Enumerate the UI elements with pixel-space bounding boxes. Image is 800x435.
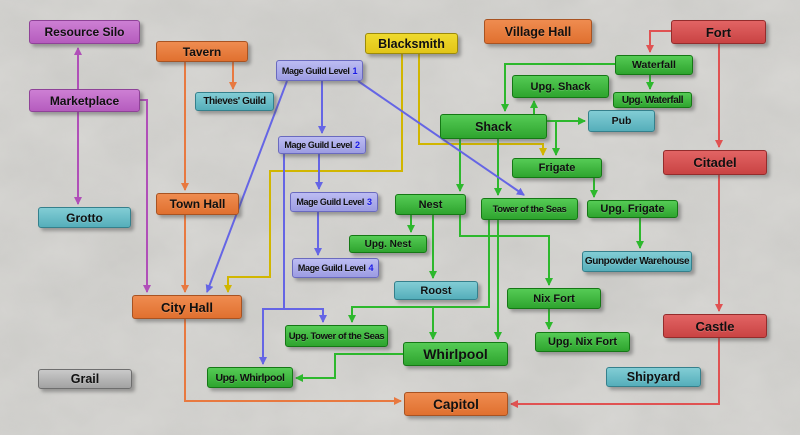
node-tower_of_the_seas: Tower of the Seas: [481, 198, 578, 220]
node-label: Waterfall: [632, 59, 676, 71]
node-thieves_guild: Thieves' Guild: [195, 92, 274, 111]
node-label: Citadel: [693, 155, 737, 170]
node-label: Nest: [418, 198, 443, 211]
node-fort: Fort: [671, 20, 766, 44]
node-shack: Shack: [440, 114, 547, 139]
node-label: Upg. Nix Fort: [547, 336, 618, 348]
node-whirlpool: Whirlpool: [403, 342, 508, 366]
node-shipyard: Shipyard: [606, 367, 701, 387]
node-tavern: Tavern: [156, 41, 248, 62]
node-label: Capitol: [433, 396, 479, 412]
node-label: Roost: [420, 284, 452, 297]
node-upg_nix_fort: Upg. Nix Fort: [535, 332, 630, 352]
node-label: Whirlpool: [423, 346, 488, 362]
node-label: City Hall: [160, 299, 213, 315]
edge-city_hall-to-capitol: [184, 319, 402, 405]
node-label: Town Hall: [169, 197, 226, 211]
node-upg_shack: Upg. Shack: [512, 75, 609, 98]
node-resource_silo: Resource Silo: [29, 20, 140, 44]
node-blacksmith: Blacksmith: [365, 33, 458, 54]
mage-guild-level-number: 4: [368, 263, 374, 273]
mage-guild-level-number: 2: [355, 140, 360, 150]
edge-mage_guild_1-to-city_hall: [205, 80, 288, 293]
edge-tower_of_the_seas-to-upg_tower_of_the_seas: [348, 220, 490, 323]
node-label: Tower of the Seas: [492, 203, 567, 215]
node-waterfall: Waterfall: [615, 55, 693, 75]
node-label: Village Hall: [504, 24, 572, 39]
node-label: Fort: [705, 24, 732, 40]
edge-mage_guild_2-to-upg_whirlpool: [259, 154, 285, 365]
node-label: Upg. Tower of the Seas: [288, 330, 385, 342]
edge-waterfall-to-shack: [501, 63, 615, 112]
node-capitol: Capitol: [404, 392, 508, 416]
edge-fort-to-waterfall: [646, 30, 671, 53]
node-label: Thieves' Guild: [203, 96, 266, 107]
node-label: Shack: [475, 119, 512, 134]
node-marketplace: Marketplace: [29, 89, 140, 112]
node-label: Nix Fort: [533, 292, 575, 305]
node-upg_nest: Upg. Nest: [349, 235, 427, 253]
node-upg_frigate: Upg. Frigate: [587, 200, 678, 218]
edge-blacksmith-to-frigate: [418, 54, 547, 156]
node-citadel: Citadel: [663, 150, 767, 175]
node-roost: Roost: [394, 281, 478, 300]
node-town_hall: Town Hall: [156, 193, 239, 215]
node-grail: Grail: [38, 369, 132, 389]
node-label: Blacksmith: [378, 36, 445, 51]
node-label: Pub: [611, 115, 632, 127]
node-label: Gunpowder Warehouse: [584, 256, 690, 267]
node-label: Grotto: [66, 210, 103, 225]
node-upg_whirlpool: Upg. Whirlpool: [207, 367, 293, 388]
edge-blacksmith-to-city_hall: [224, 54, 403, 293]
edge-whirlpool-to-upg_whirlpool: [295, 353, 403, 382]
node-castle: Castle: [663, 314, 767, 338]
node-label: Frigate: [538, 162, 576, 174]
node-label: Upg. Nest: [364, 238, 412, 250]
node-label: Upg. Whirlpool: [215, 371, 285, 384]
node-gunpowder_warehouse: Gunpowder Warehouse: [582, 251, 692, 272]
edge-nest-to-nix_fort: [459, 215, 553, 286]
mage-guild-level-number: 3: [367, 197, 372, 207]
node-label: Upg. Waterfall: [621, 94, 684, 106]
node-frigate: Frigate: [512, 158, 602, 178]
mage-guild-level-number: 1: [352, 65, 358, 76]
node-label: Upg. Frigate: [600, 203, 665, 215]
node-label: Castle: [695, 318, 735, 334]
node-nest: Nest: [395, 194, 466, 215]
edge-tower_of_the_seas-to-whirlpool: [429, 306, 489, 340]
node-label: Resource Silo: [44, 25, 125, 39]
node-label: Marketplace: [49, 93, 120, 108]
node-label: Shipyard: [626, 370, 681, 384]
edge-marketplace-to-city_hall: [140, 99, 151, 293]
node-upg_tower_of_the_seas: Upg. Tower of the Seas: [285, 325, 388, 347]
node-upg_waterfall: Upg. Waterfall: [613, 92, 692, 108]
edge-castle-to-capitol: [510, 338, 720, 408]
node-pub: Pub: [588, 110, 655, 132]
node-nix_fort: Nix Fort: [507, 288, 601, 309]
node-city_hall: City Hall: [132, 295, 242, 319]
node-label: Upg. Shack: [530, 80, 591, 93]
node-village_hall: Village Hall: [484, 19, 592, 44]
node-label: Tavern: [182, 44, 222, 59]
node-label: Grail: [70, 372, 100, 386]
node-grotto: Grotto: [38, 207, 131, 228]
